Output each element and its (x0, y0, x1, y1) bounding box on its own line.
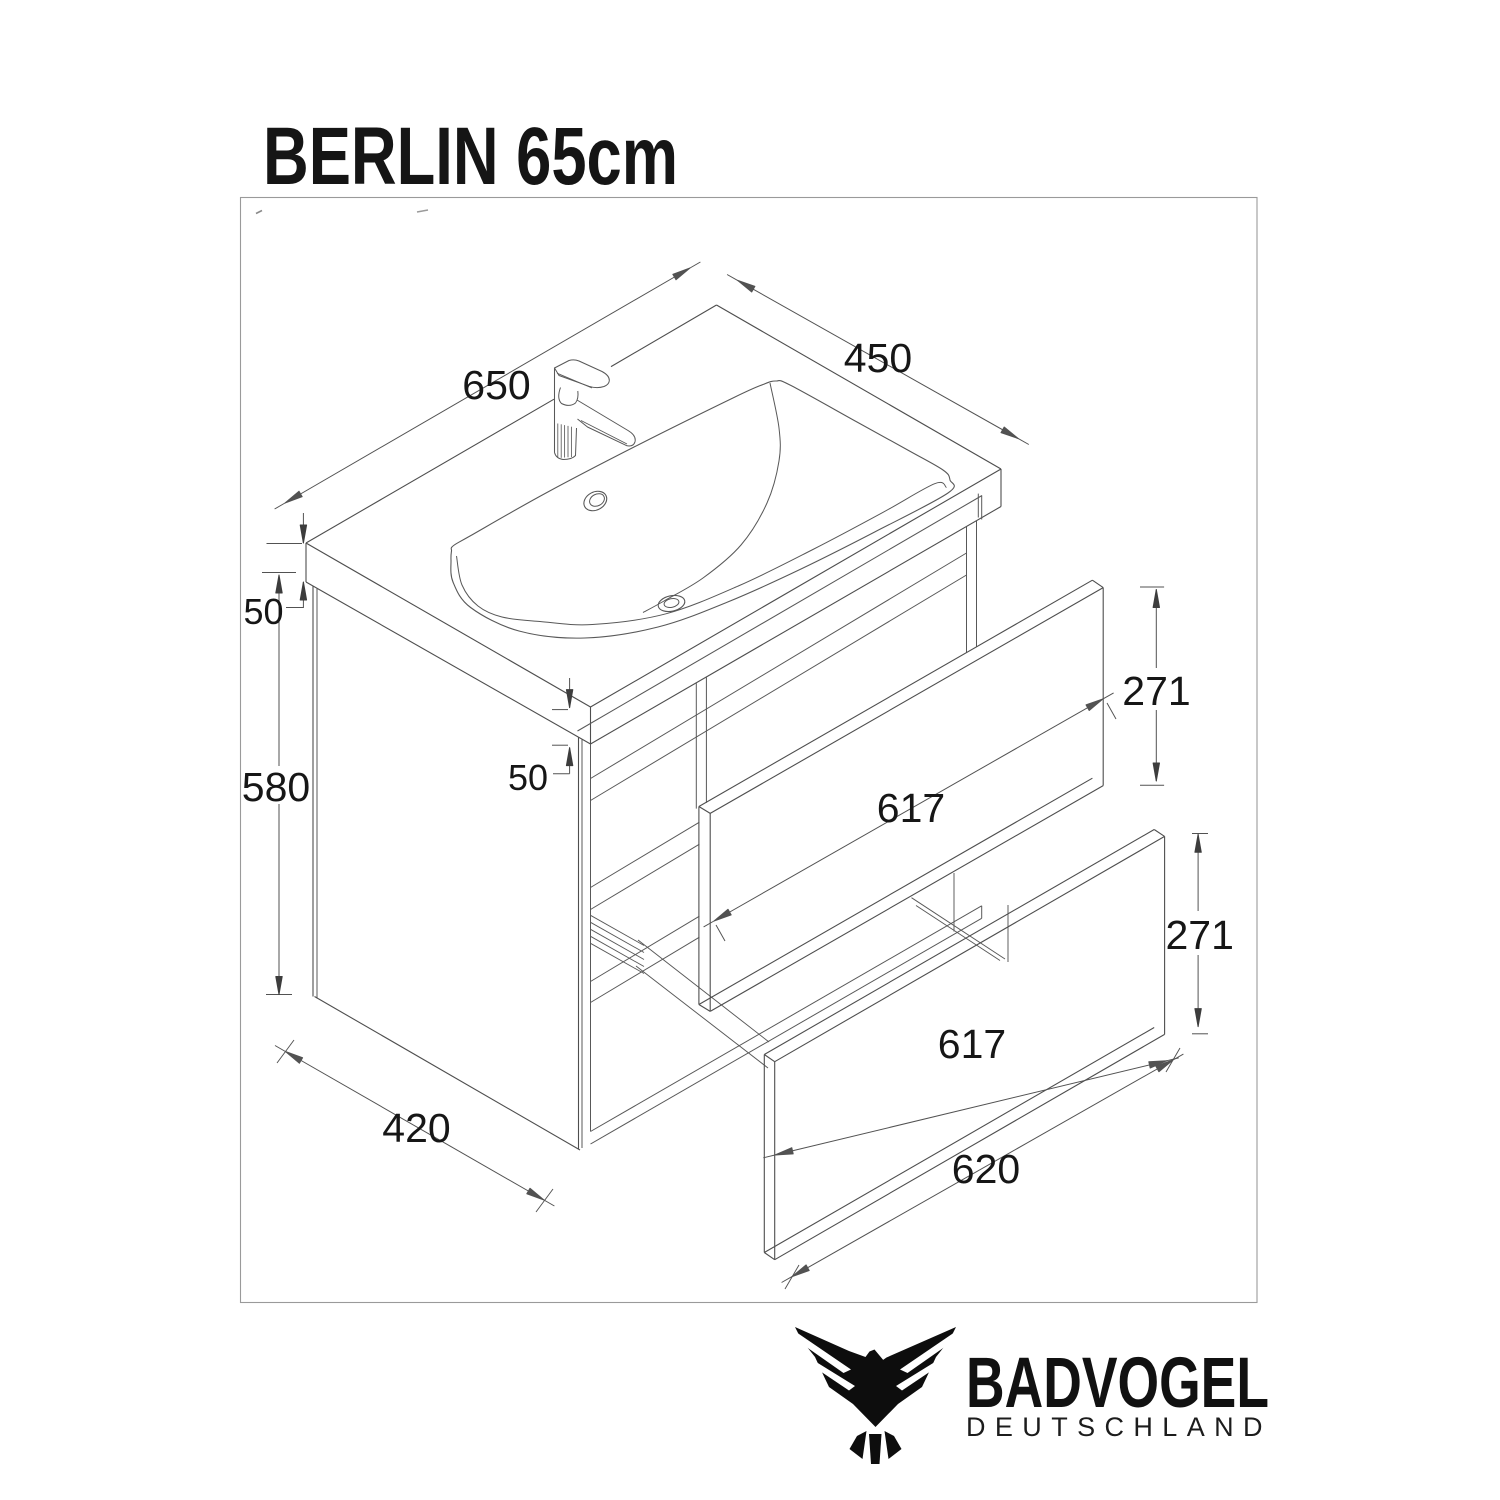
svg-text:50: 50 (243, 591, 283, 632)
svg-text:620: 620 (952, 1146, 1020, 1192)
svg-text:BERLIN 65cm: BERLIN 65cm (263, 111, 678, 202)
svg-text:271: 271 (1122, 668, 1190, 714)
svg-text:BADVOGEL: BADVOGEL (966, 1344, 1269, 1423)
svg-text:271: 271 (1165, 912, 1233, 958)
svg-text:DEUTSCHLAND: DEUTSCHLAND (966, 1412, 1272, 1442)
svg-text:617: 617 (938, 1021, 1006, 1067)
svg-text:650: 650 (462, 362, 530, 408)
svg-text:420: 420 (382, 1105, 450, 1151)
svg-text:50: 50 (508, 757, 548, 798)
svg-text:580: 580 (242, 764, 310, 810)
svg-text:617: 617 (877, 785, 945, 831)
svg-text:450: 450 (844, 335, 912, 381)
